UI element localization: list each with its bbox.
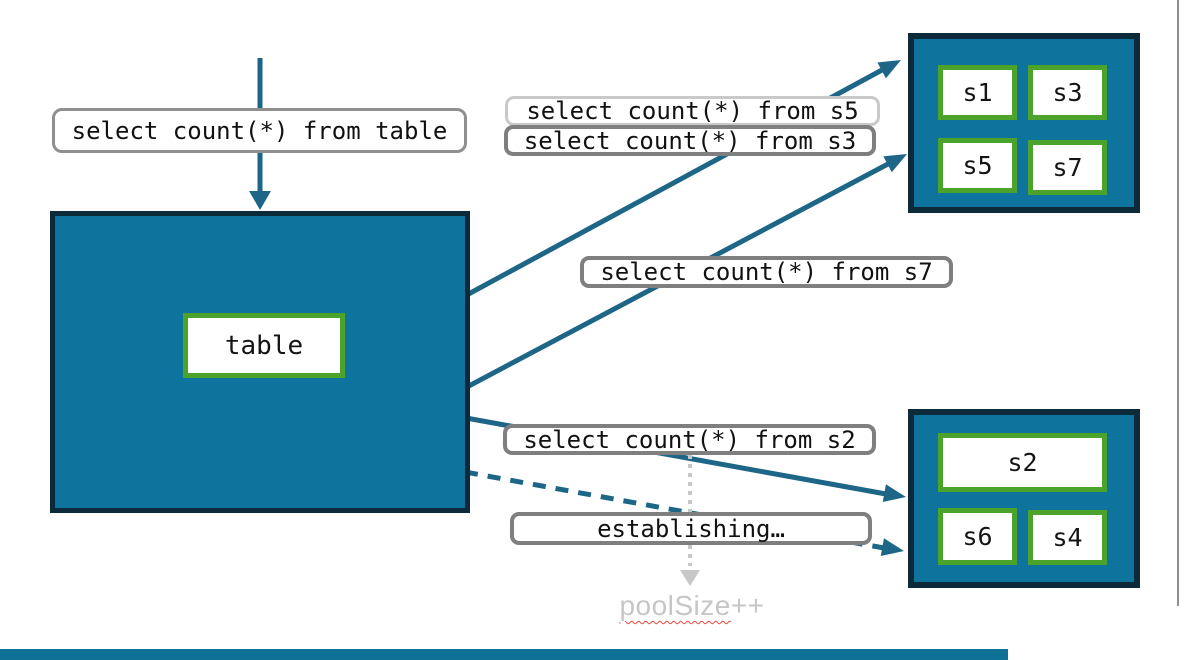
shard-s5-label: s5 [962, 151, 993, 180]
shard-s7-label: s7 [1052, 153, 1083, 182]
bottom-accent-bar [0, 649, 1008, 660]
label-query-s2: select count(*) from s2 [503, 424, 876, 455]
arrow-poolsize-dotted [680, 455, 700, 586]
slide-right-edge-line [1177, 0, 1179, 606]
shard-s6: s6 [938, 508, 1017, 565]
main-table-box: table [50, 211, 470, 513]
poolsize-note: poolSize++ [572, 590, 812, 622]
shard-s4-label: s4 [1052, 523, 1083, 552]
table-node-label: table [224, 330, 304, 361]
shard-s2-label: s2 [1007, 448, 1038, 477]
shard-s1: s1 [938, 65, 1017, 120]
shard-group-top: s1 s3 s5 s7 [908, 33, 1140, 213]
shard-s2: s2 [938, 433, 1107, 492]
shard-group-bottom: s2 s6 s4 [908, 409, 1140, 588]
shard-s3-label: s3 [1052, 78, 1083, 107]
label-query-s7: select count(*) from s7 [580, 256, 953, 288]
shard-s5: s5 [938, 138, 1017, 193]
poolsize-word: poolSize [619, 590, 731, 621]
poolsize-suffix: ++ [730, 590, 765, 621]
label-query-s5: select count(*) from s5 [505, 96, 880, 126]
shard-s4: s4 [1028, 510, 1107, 565]
label-query-table: select count(*) from table [52, 108, 467, 153]
label-establishing: establishing… [510, 512, 872, 545]
label-query-s3: select count(*) from s3 [504, 125, 876, 156]
shard-s7: s7 [1028, 140, 1107, 195]
table-node: table [183, 313, 345, 378]
shard-s3: s3 [1028, 65, 1107, 120]
shard-s6-label: s6 [962, 522, 993, 551]
shard-s1-label: s1 [962, 78, 993, 107]
